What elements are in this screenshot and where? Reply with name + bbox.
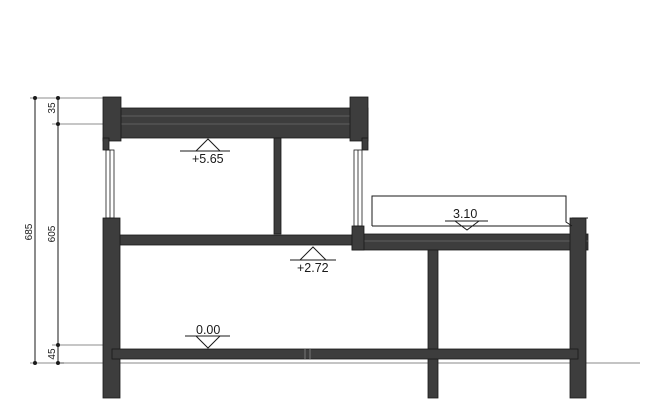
level-label-terrace: 3.10 (453, 207, 477, 221)
terrace-railing (371, 195, 588, 227)
lower-inner-column (427, 249, 439, 399)
level-marker-first-floor (299, 246, 327, 261)
level-marker-ground (195, 335, 221, 349)
upper-post-right (361, 137, 369, 151)
ground-floor-slab (111, 348, 579, 360)
dimension-total-height: 685 (24, 223, 35, 240)
level-label-first-floor: +2.72 (297, 261, 329, 275)
parapet-right (349, 96, 369, 142)
dimension-storey: 605 (47, 225, 58, 242)
left-wall (102, 217, 121, 399)
dimension-roof-slab: 35 (47, 102, 58, 114)
terrace-slab (351, 233, 589, 251)
dimension-chain (30, 97, 110, 364)
upper-post-left (102, 137, 110, 151)
upper-inner-column (273, 137, 282, 235)
level-markers (180, 138, 488, 349)
step-wall (351, 225, 365, 251)
level-marker-roof (195, 138, 221, 152)
dimension-base: 45 (47, 348, 58, 360)
right-wall (569, 217, 587, 399)
upper-glazing (105, 149, 363, 227)
level-marker-terrace (454, 220, 480, 231)
level-label-ground: 0.00 (196, 323, 220, 337)
building-structure (102, 96, 589, 399)
level-label-roof: +5.65 (192, 152, 224, 166)
dimension-ticks (33, 96, 60, 365)
roof-slab (105, 107, 369, 139)
first-floor-slab (111, 234, 363, 246)
parapet-left (102, 96, 122, 142)
